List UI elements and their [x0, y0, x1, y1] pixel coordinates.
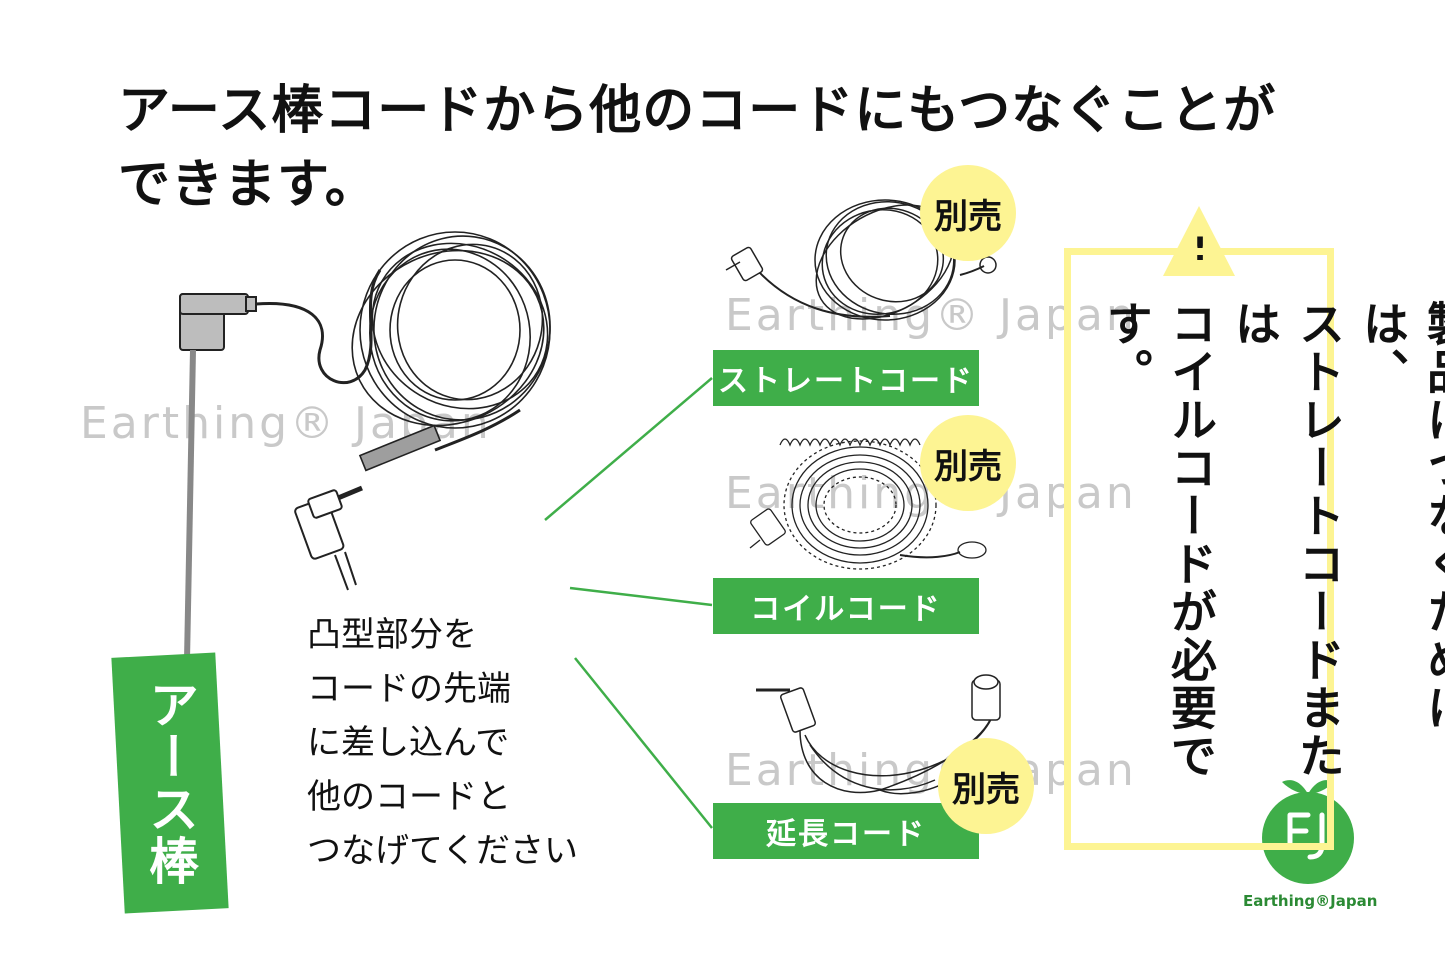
note-line-1: 製品につなぐためには、 [1356, 300, 1445, 732]
earth-rod-label: アース棒 [111, 652, 229, 914]
warning-icon [1163, 206, 1235, 276]
sold-separately-badge-straight: 別売 [920, 165, 1016, 261]
title-line-1: アース棒コードから他のコードにもつなぐことが [118, 81, 1277, 141]
instruction-line: 凸型部分を [307, 615, 477, 655]
note-text: 製品につなぐためには、 ストレートコードまたは コイルコードが必要です。 [1095, 300, 1445, 820]
earth-rod-label-text: アース棒 [141, 679, 199, 887]
extension-cord-illustration [756, 674, 1001, 795]
logo-text: Earthing®Japan [1243, 892, 1378, 910]
sold-separately-badge-extension: 別売 [938, 738, 1034, 834]
coil-cord-label: コイルコード [713, 578, 979, 634]
instruction-line: 他のコードと [307, 777, 511, 817]
instruction-line: つなげてください [307, 831, 578, 871]
earth-rod-illustration [179, 269, 382, 661]
instruction-line: コードの先端 [307, 669, 511, 709]
note-box [1064, 248, 1334, 850]
note-line-3: コイルコードが必要です。 [1100, 300, 1218, 780]
connector-lines [544, 377, 713, 829]
straight-cord-illustration [725, 199, 997, 321]
rod-cord-coil-illustration [337, 231, 551, 501]
coil-cord-illustration [749, 438, 987, 570]
connection-instructions: 凸型部分を コードの先端 に差し込んで 他のコードと つなげてください [307, 608, 578, 878]
straight-cord-label: ストレートコード [713, 350, 979, 406]
note-line-2: ストレートコードまたは [1228, 300, 1346, 780]
sold-separately-badge-coil: 別売 [920, 415, 1016, 511]
rod-plug-illustration [294, 489, 357, 591]
page-title: アース棒コードから他のコードにもつなぐことが できます。 [118, 74, 1338, 222]
instruction-line: に差し込んで [307, 723, 510, 763]
extension-cord-label: 延長コード [713, 803, 979, 859]
title-line-2: できます。 [118, 155, 378, 215]
